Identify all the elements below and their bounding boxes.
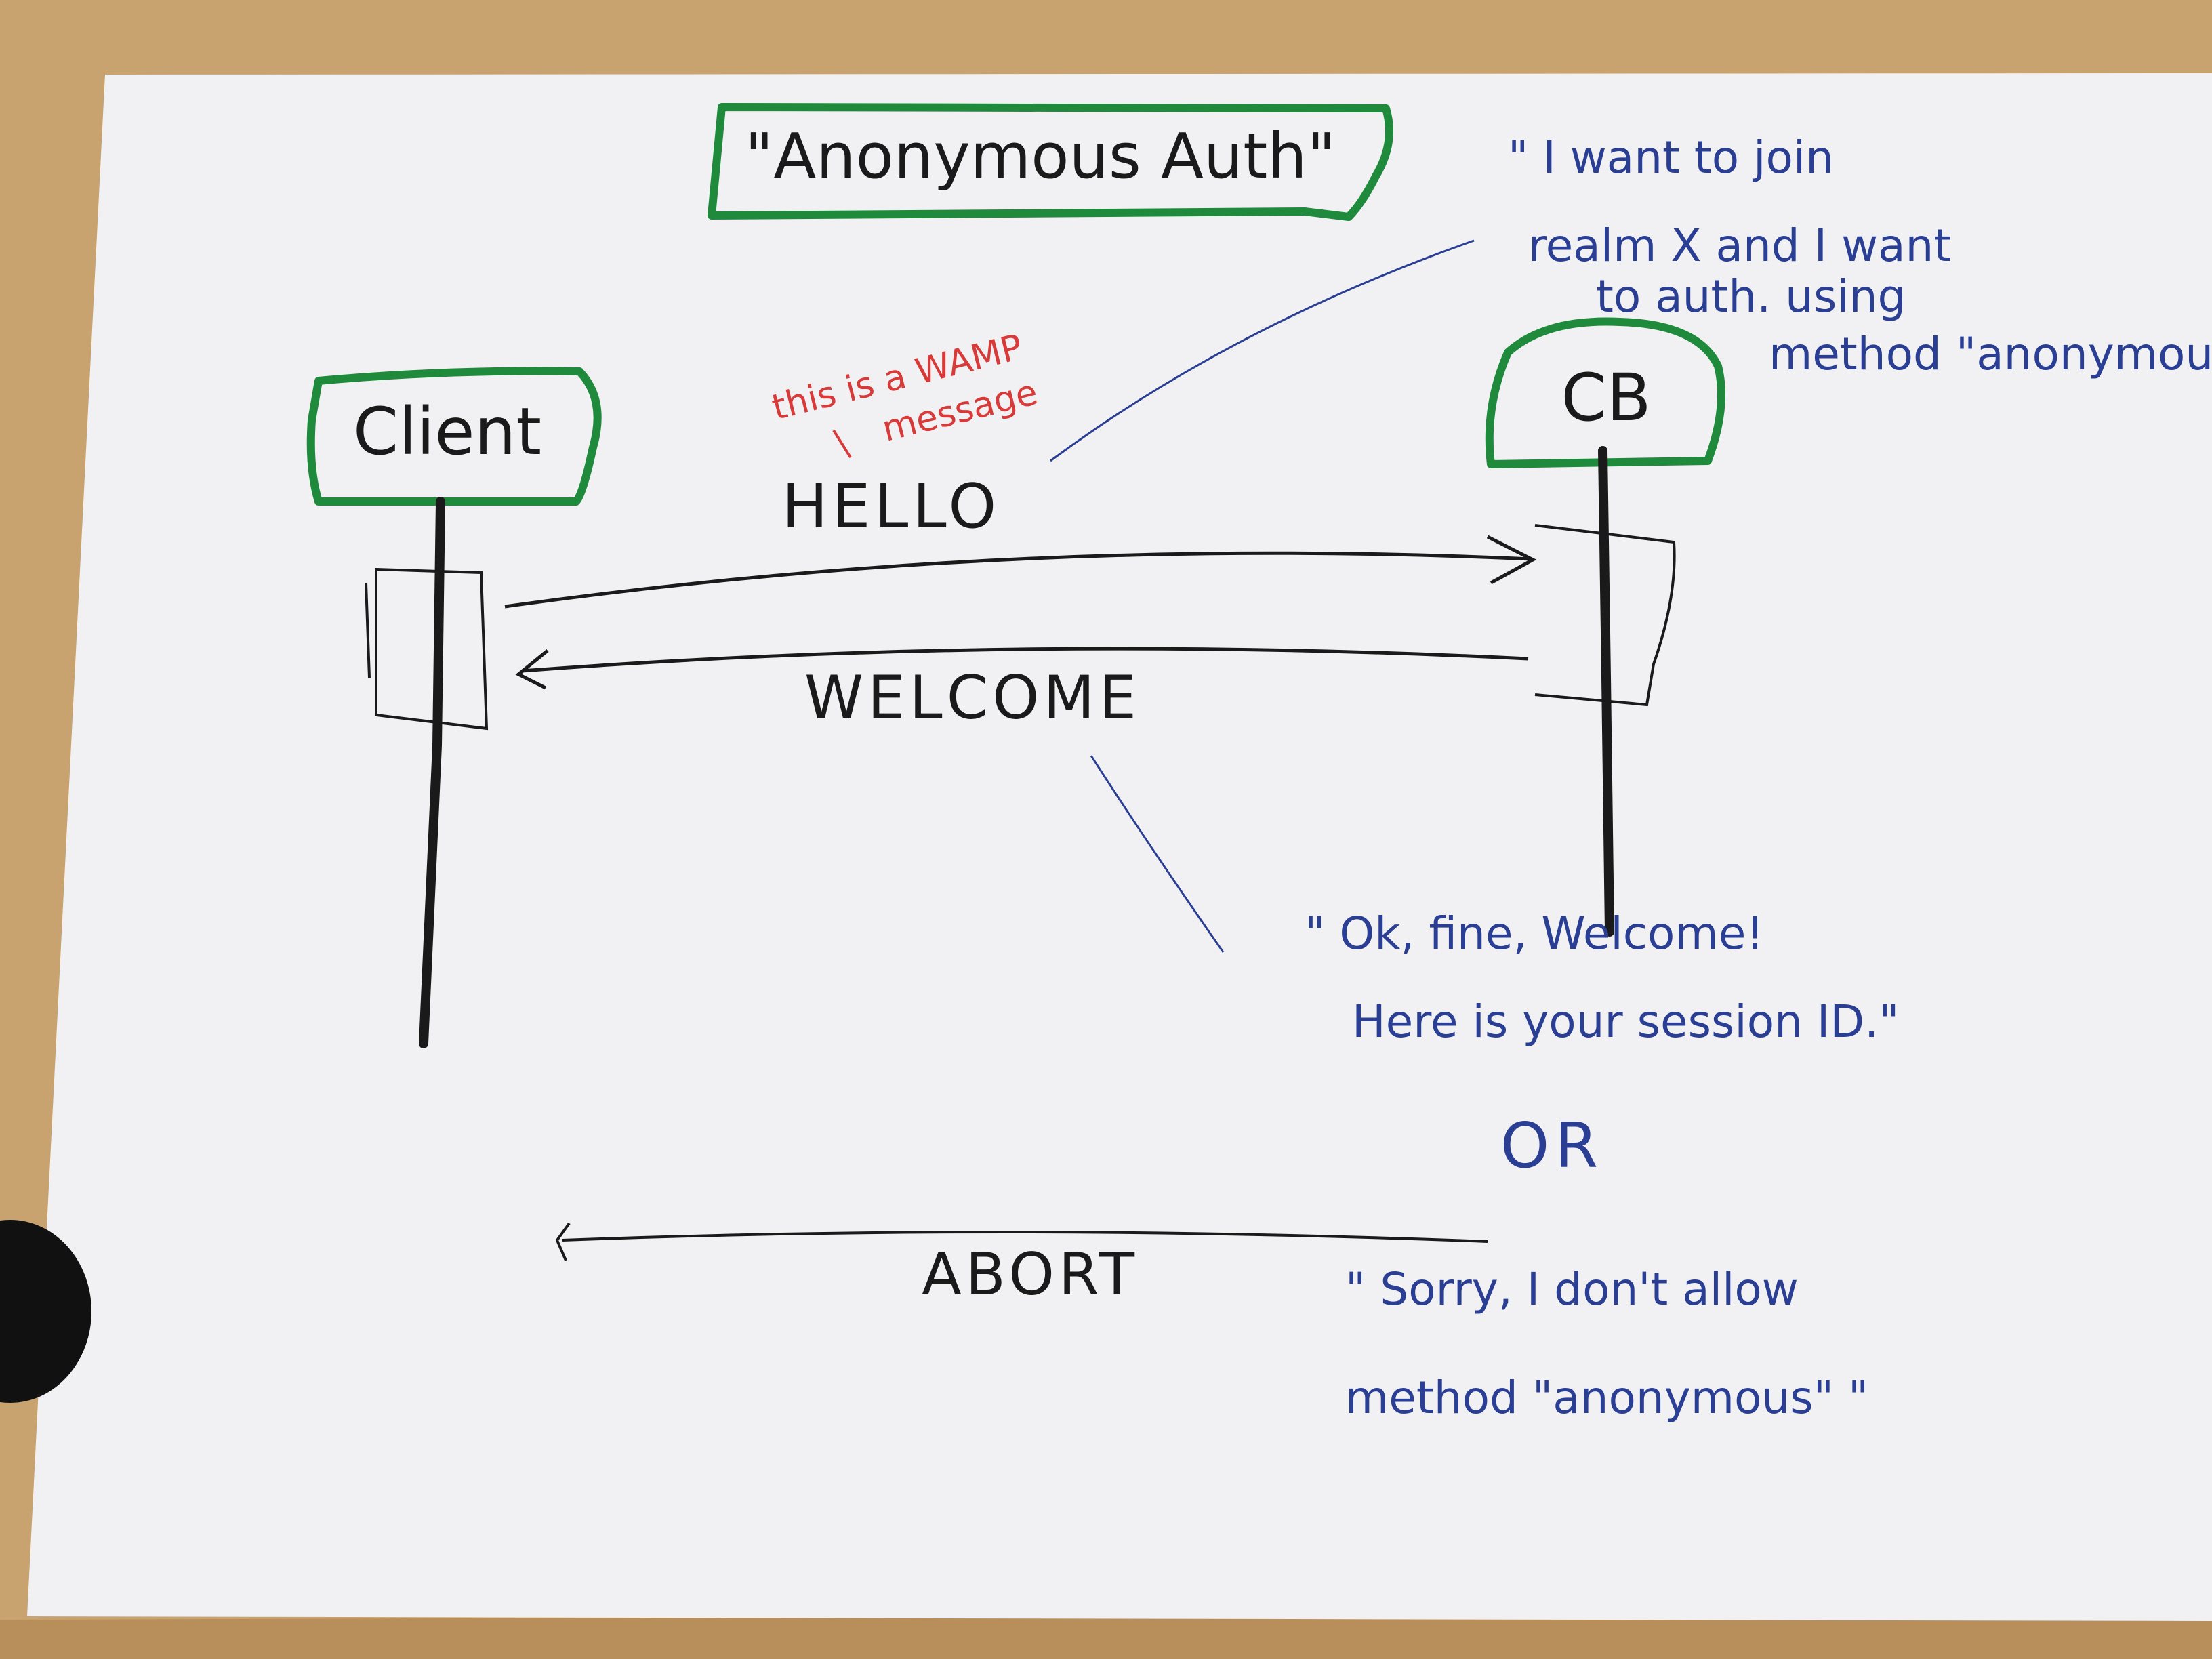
abort-arrow — [562, 1230, 1488, 1243]
abort-label: ABORT — [922, 1241, 1139, 1309]
hello-note-connector — [1050, 239, 1475, 462]
hello-arrowhead — [1486, 535, 1537, 585]
router-lifeline — [1598, 446, 1614, 937]
or-label: OR — [1500, 1109, 1603, 1182]
router-activation — [1534, 524, 1676, 707]
welcome-note: " Ok, fine, Welcome! Here is your sessio… — [1305, 907, 1900, 1048]
table-edge — [0, 1613, 2212, 1659]
abort-note: " Sorry, I don't allow method "anonymous… — [1345, 1263, 1868, 1424]
client-lifeline — [419, 497, 445, 1048]
client-activation — [365, 567, 489, 731]
abort-arrowhead — [555, 1222, 571, 1261]
client-box — [306, 367, 602, 506]
client-label: Client — [353, 394, 541, 470]
router-box — [1485, 317, 1725, 468]
finger-shadow — [0, 1220, 91, 1403]
hello-note: " I want to join realm X and I want to a… — [1508, 131, 2212, 380]
hello-label: HELLO — [782, 471, 1000, 542]
welcome-label: WELCOME — [804, 663, 1141, 733]
welcome-arrow — [521, 647, 1529, 673]
hello-arrow — [504, 551, 1532, 609]
title-box — [708, 103, 1393, 221]
welcome-arrowhead — [515, 649, 549, 690]
wamp-note-pointer — [832, 429, 852, 459]
diagram-title: "Anonymous Auth" — [745, 120, 1336, 192]
welcome-note-connector — [1090, 755, 1225, 953]
router-label: CB — [1561, 360, 1652, 436]
